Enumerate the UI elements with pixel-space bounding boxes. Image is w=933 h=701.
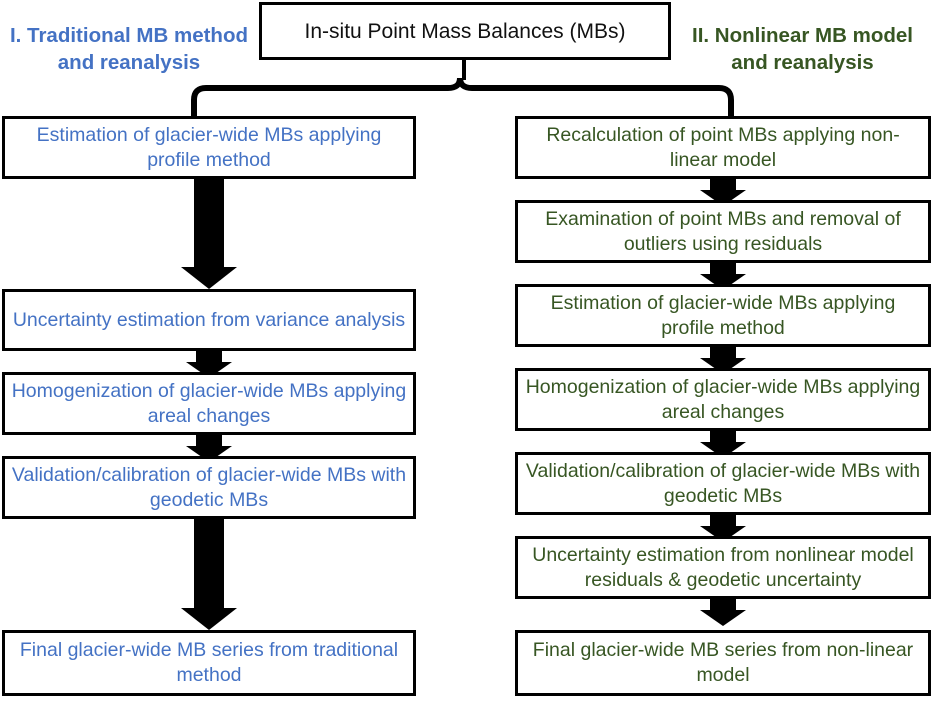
arrow-left-4-to-5 — [2, 519, 416, 630]
branch-heading-left: I. Traditional MB method and reanalysis — [9, 24, 249, 74]
node-right-4-label: Homogenization of glacier-wide MBs apply… — [525, 375, 921, 423]
arrow-right-6-to-7 — [515, 599, 931, 626]
node-left-1-estimation-glacier-wide-mbs: Estimation of glacier-wide MBs applying … — [2, 116, 416, 179]
node-right-6-label: Uncertainty estimation from nonlinear mo… — [532, 543, 914, 591]
node-right-4-homogenization-areal-changes: Homogenization of glacier-wide MBs apply… — [515, 368, 931, 431]
node-left-3-homogenization-areal-changes: Homogenization of glacier-wide MBs apply… — [2, 372, 416, 435]
node-right-1-recalculation-point-mbs: Recalculation of point MBs applying non-… — [515, 116, 931, 179]
node-right-1-label: Recalculation of point MBs applying non-… — [546, 123, 900, 171]
node-right-5-validation-calibration-geodetic: Validation/calibration of glacier-wide M… — [515, 452, 931, 515]
node-right-3-label: Estimation of glacier-wide MBs applying … — [550, 291, 896, 339]
node-right-2-label: Examination of point MBs and removal of … — [545, 207, 901, 255]
node-right-5-label: Validation/calibration of glacier-wide M… — [525, 459, 921, 507]
node-left-4-validation-calibration-geodetic: Validation/calibration of glacier-wide M… — [2, 456, 416, 519]
node-right-7-final-glacier-wide-mb-series: Final glacier-wide MB series from non-li… — [515, 630, 931, 696]
node-left-5-final-glacier-wide-mb-series: Final glacier-wide MB series from tradit… — [2, 630, 416, 696]
branch-split-brace — [190, 78, 735, 118]
node-right-2-examination-removal-outliers: Examination of point MBs and removal of … — [515, 200, 931, 263]
node-right-6-uncertainty-estimation-nonlinear: Uncertainty estimation from nonlinear mo… — [515, 536, 931, 599]
node-left-1-label: Estimation of glacier-wide MBs applying … — [36, 123, 382, 171]
node-left-5-label: Final glacier-wide MB series from tradit… — [19, 639, 399, 686]
arrow-left-1-to-2 — [2, 179, 416, 289]
root-connector-stem — [462, 60, 466, 80]
node-root-in-situ-point-mass-balances: In-situ Point Mass Balances (MBs) — [259, 2, 671, 60]
branch-heading-right: II. Nonlinear MB model and reanalysis — [692, 24, 913, 74]
node-left-2-label: Uncertainty estimation from variance ana… — [12, 308, 406, 331]
node-left-4-label: Validation/calibration of glacier-wide M… — [11, 463, 407, 511]
node-left-3-label: Homogenization of glacier-wide MBs apply… — [11, 379, 407, 427]
node-right-3-estimation-glacier-wide-mbs: Estimation of glacier-wide MBs applying … — [515, 284, 931, 347]
node-right-7-label: Final glacier-wide MB series from non-li… — [532, 639, 914, 686]
node-root-label: In-situ Point Mass Balances (MBs) — [304, 19, 626, 43]
node-left-2-uncertainty-estimation-variance: Uncertainty estimation from variance ana… — [2, 289, 416, 351]
